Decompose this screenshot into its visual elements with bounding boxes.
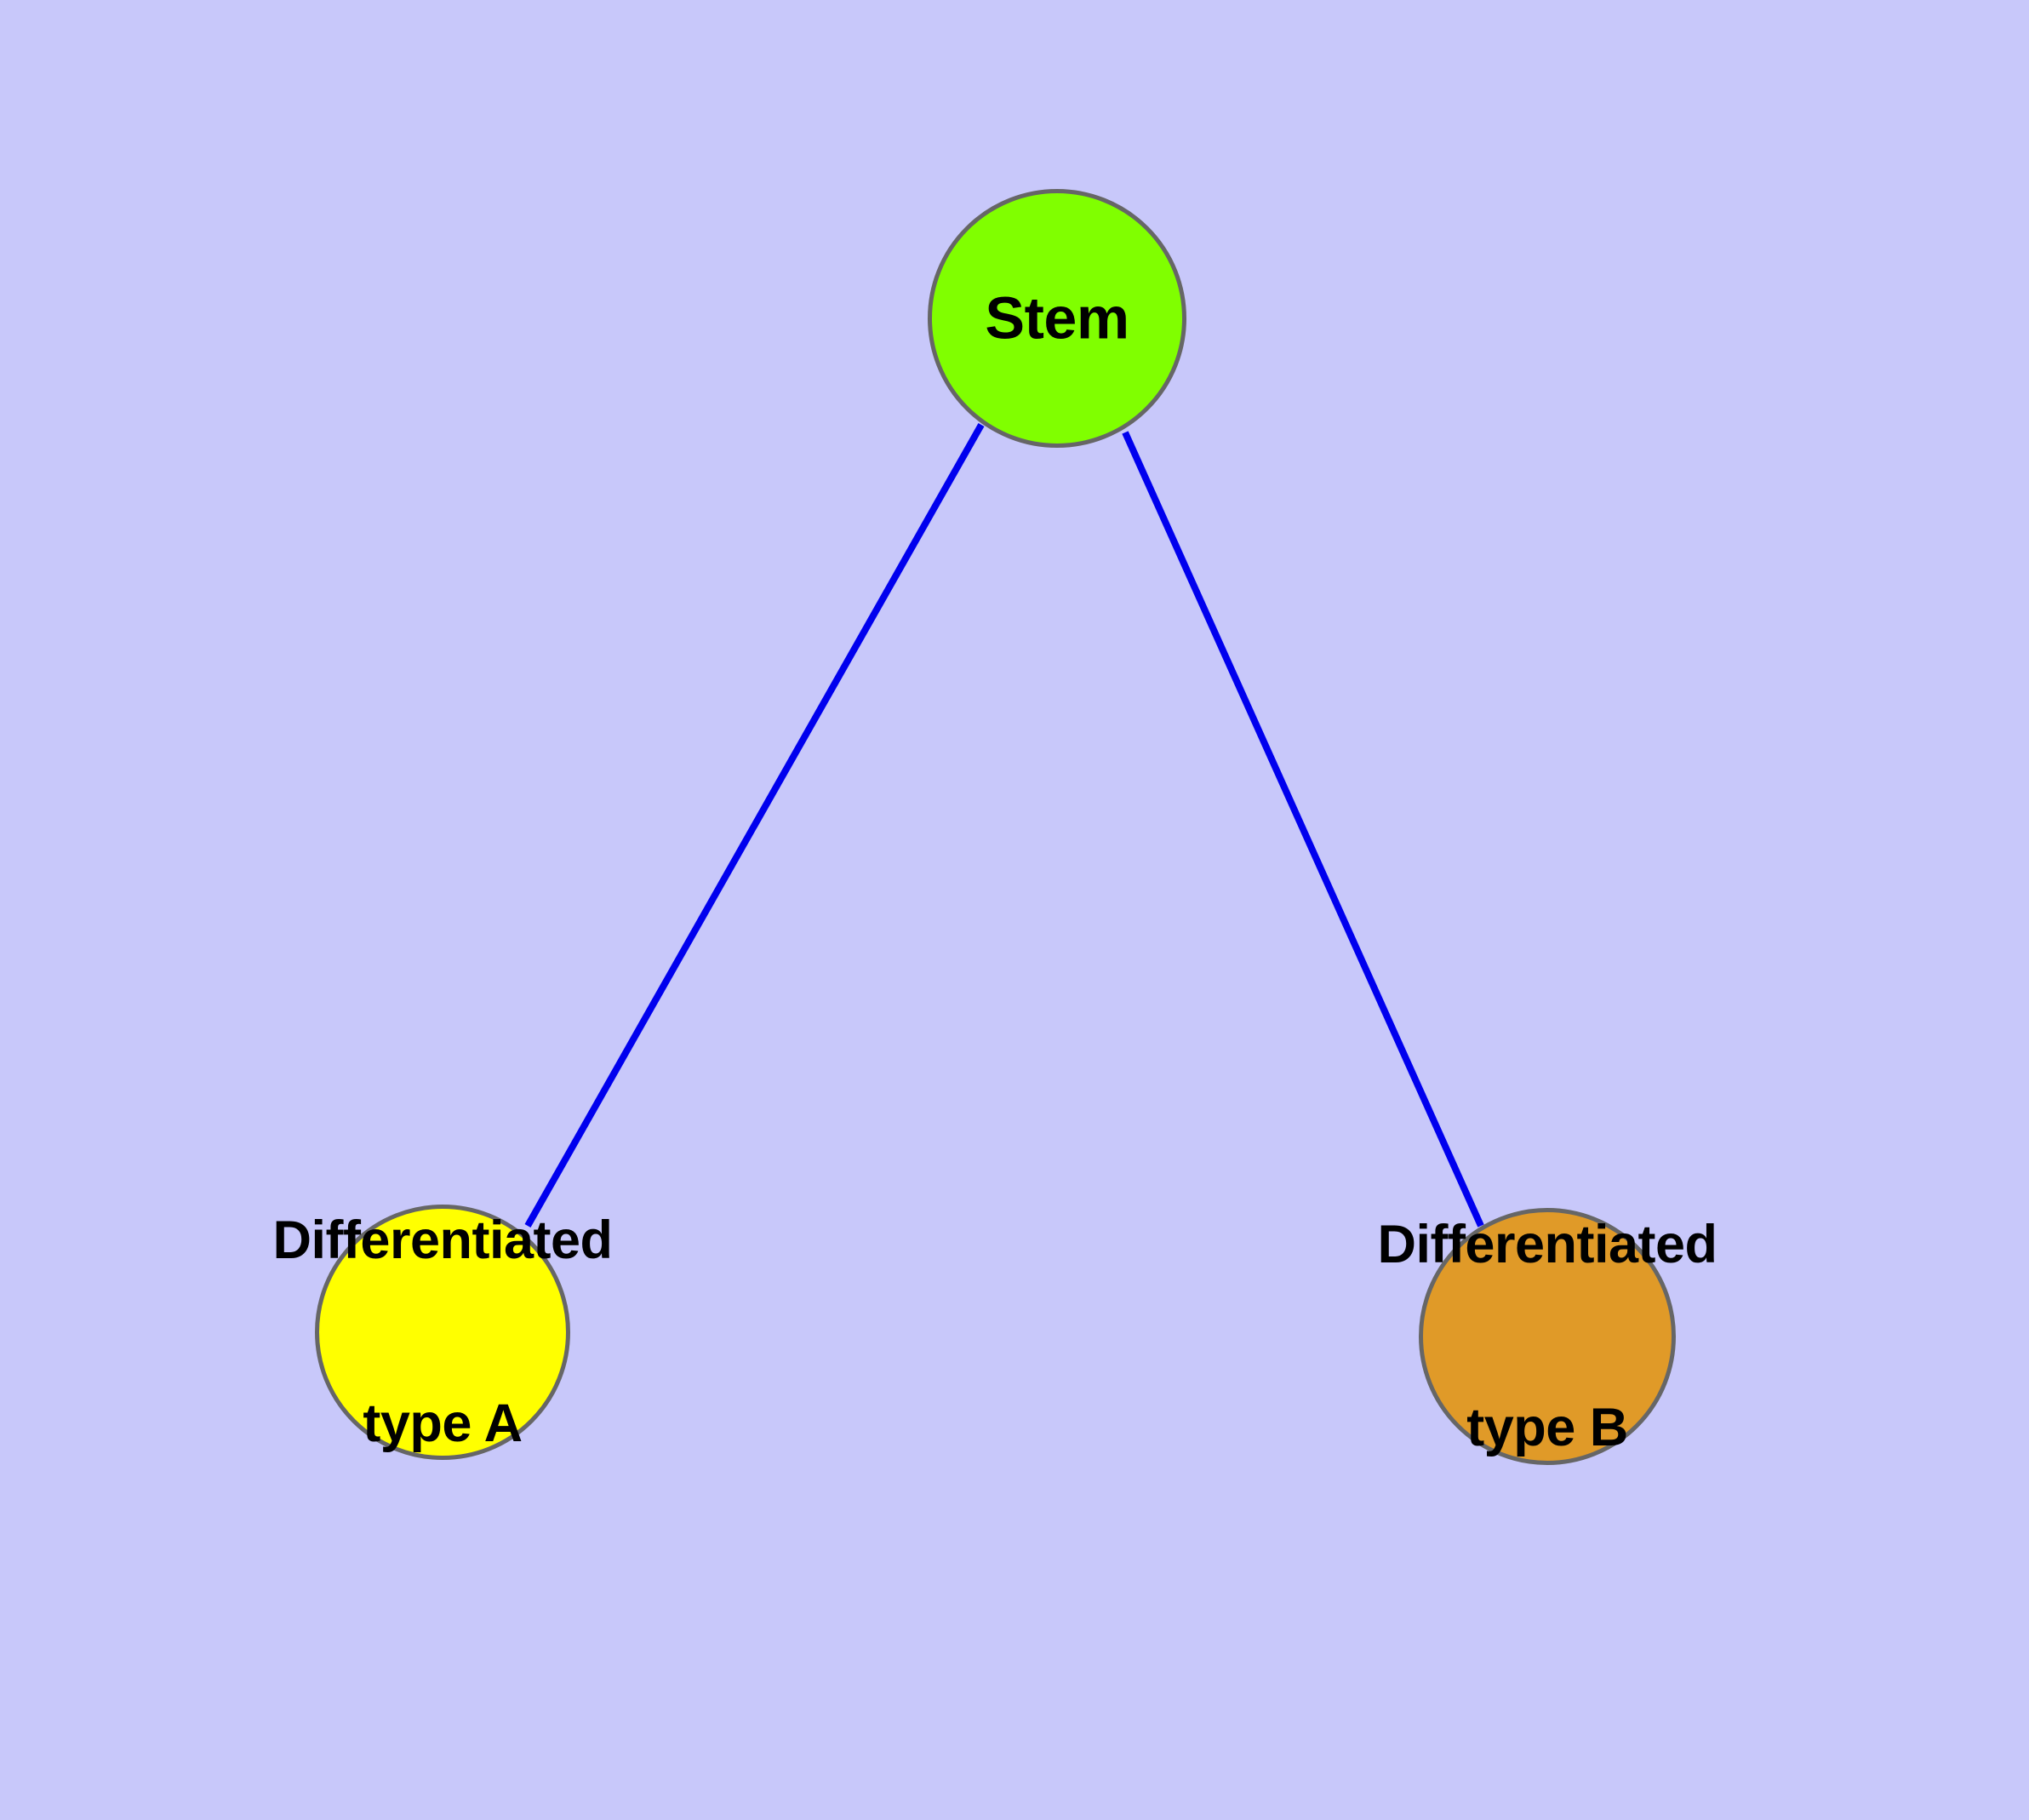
edge-stem-to-differentiated-type-a[interactable] — [524, 423, 985, 1228]
node-differentiated-type-b[interactable]: Differentiated type B — [1377, 1208, 1718, 1465]
node-stem[interactable]: Stem — [928, 189, 1186, 448]
node-differentiated-type-a[interactable]: Differentiated type A — [272, 1205, 613, 1460]
node-stem-label-line-1: Stem — [985, 284, 1129, 352]
node-stem-label: Stem — [985, 149, 1129, 489]
edge-stem-to-differentiated-type-b[interactable] — [1122, 431, 1484, 1228]
